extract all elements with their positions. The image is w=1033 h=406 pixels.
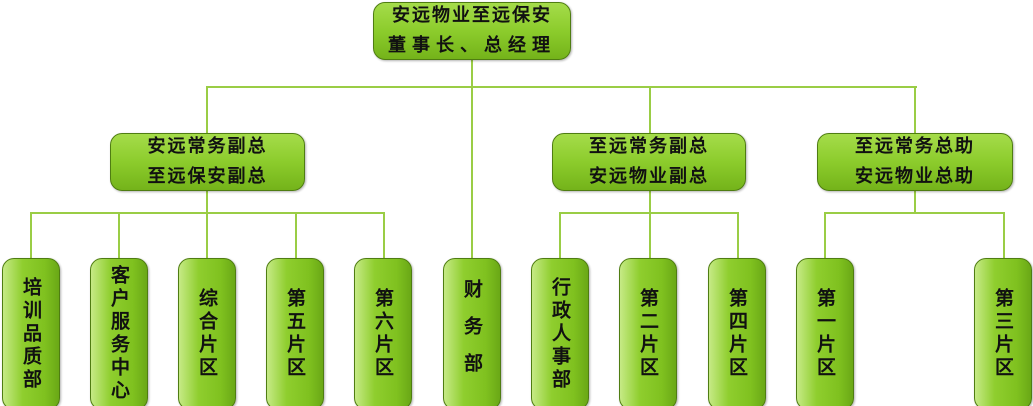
node-label: 行政人事部: [549, 276, 571, 392]
node-leaf: 培训品质部: [2, 258, 60, 406]
connector: [471, 86, 473, 258]
node-label: 第三片区: [992, 288, 1014, 380]
node-label: 安远物业副总: [589, 166, 709, 187]
node-label: 至远常务总助: [855, 136, 975, 157]
node-vp-2: 至远常务副总 安远物业副总: [552, 133, 746, 191]
connector: [30, 212, 32, 258]
node-label: 第四片区: [726, 288, 748, 380]
node-leaf: 第五片区: [266, 258, 324, 406]
node-leaf: 第四片区: [708, 258, 766, 406]
node-label: 综合片区: [196, 288, 218, 380]
node-label: 董事长、总经理: [388, 35, 556, 56]
node-label: 财务部: [461, 278, 483, 390]
node-label: 第二片区: [637, 288, 659, 380]
node-vp-1: 安远常务副总 至远保安副总: [110, 133, 305, 191]
connector: [206, 190, 208, 258]
node-assistant: 至远常务总助 安远物业总助: [817, 133, 1013, 191]
node-label: 第五片区: [284, 288, 306, 380]
node-label: 安远物业总助: [855, 166, 975, 187]
connector: [559, 212, 739, 214]
connector: [737, 212, 739, 258]
node-chairman: 安远物业至远保安 董事长、总经理: [373, 2, 571, 60]
node-label: 培训品质部: [20, 276, 42, 392]
node-leaf: 第一片区: [796, 258, 854, 406]
connector: [206, 86, 917, 88]
connector: [914, 190, 916, 213]
node-label: 客户服务中心: [108, 265, 130, 403]
node-leaf: 综合片区: [178, 258, 236, 406]
node-label: 第六片区: [372, 288, 394, 380]
node-leaf: 第六片区: [354, 258, 412, 406]
node-leaf: 行政人事部: [531, 258, 589, 406]
connector: [559, 212, 561, 258]
connector: [295, 212, 297, 258]
connector: [118, 212, 120, 258]
connector: [649, 86, 651, 134]
node-leaf: 财务部: [443, 258, 501, 406]
connector: [383, 212, 385, 258]
connector: [649, 190, 651, 258]
node-leaf: 第三片区: [974, 258, 1032, 406]
node-leaf: 第二片区: [619, 258, 677, 406]
connector: [206, 86, 208, 134]
connector: [824, 212, 826, 258]
node-label: 至远常务副总: [589, 136, 709, 157]
node-label: 至远保安副总: [147, 166, 268, 187]
node-label: 安远物业至远保安: [392, 5, 552, 26]
node-label: 安远常务副总: [147, 136, 268, 157]
connector: [824, 212, 1005, 214]
connector: [1003, 212, 1005, 258]
connector: [471, 60, 473, 88]
node-leaf: 客户服务中心: [90, 258, 148, 406]
connector: [30, 212, 385, 214]
node-label: 第一片区: [814, 288, 836, 380]
connector: [914, 86, 916, 134]
